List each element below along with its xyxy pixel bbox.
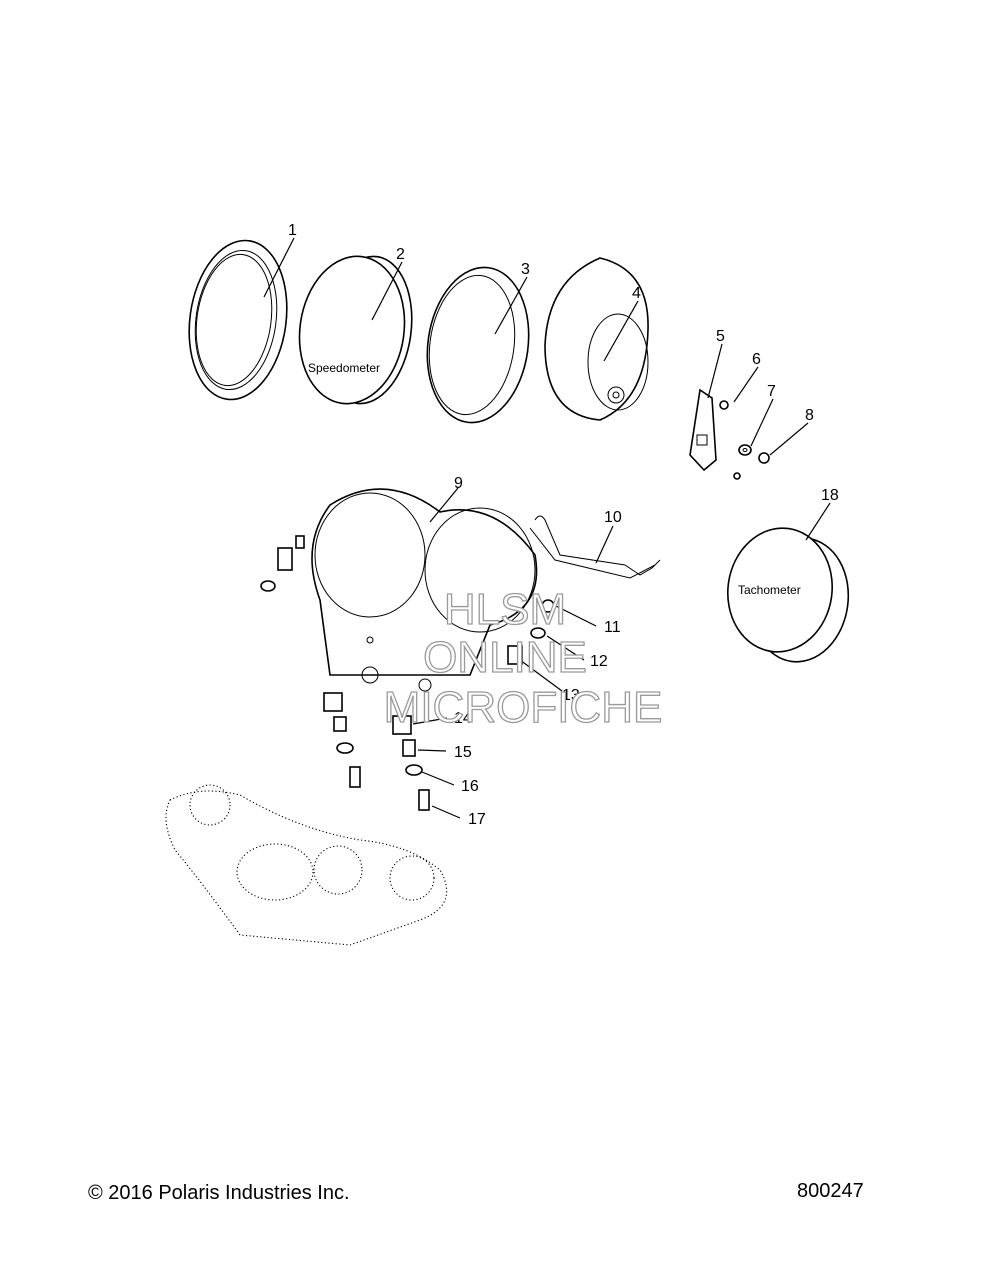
- callout-7: 7: [767, 383, 776, 400]
- watermark-line-2: ONLINE: [423, 633, 587, 682]
- part-11-grommet[interactable]: [541, 599, 555, 613]
- part-10-wire-clip[interactable]: [529, 515, 661, 579]
- rubber-mount-left[interactable]: [260, 535, 305, 592]
- copyright-text: © 2016 Polaris Industries Inc.: [88, 1182, 350, 1204]
- callout-18: 18: [821, 487, 839, 504]
- part-7-washer[interactable]: [738, 444, 752, 456]
- part-3-ring[interactable]: [418, 261, 539, 429]
- watermark: HLSM ONLINE MICROFICHE: [383, 584, 663, 732]
- part-5-bracket[interactable]: [689, 388, 717, 472]
- callout-2: 2: [396, 246, 405, 263]
- part-6-screw[interactable]: [719, 400, 729, 410]
- callout-12: 12: [590, 653, 608, 670]
- tachometer-label: Tachometer: [738, 583, 801, 597]
- part-16-washer[interactable]: [336, 742, 423, 776]
- callout-5: 5: [716, 328, 725, 345]
- callout-8: 8: [805, 407, 814, 424]
- callout-9: 9: [454, 475, 463, 492]
- part-15-spacer[interactable]: [402, 739, 416, 757]
- part-8-screw[interactable]: [733, 452, 770, 480]
- callout-3: 3: [521, 261, 530, 278]
- callout-4: 4: [632, 285, 641, 302]
- part-2-speedometer[interactable]: Speedometer: [290, 249, 421, 410]
- watermark-line-1: HLSM: [444, 585, 566, 634]
- triple-clamp-reference: [165, 784, 448, 946]
- callout-17: 17: [468, 811, 486, 828]
- diagram-number: 800247: [797, 1180, 864, 1202]
- callout-15: 15: [454, 744, 472, 761]
- watermark-line-3: MICROFICHE: [384, 683, 663, 732]
- part-14-grommet[interactable]: [323, 692, 412, 735]
- callout-1: 1: [288, 222, 297, 239]
- callout-16: 16: [461, 778, 479, 795]
- callout-6: 6: [752, 351, 761, 368]
- part-9-mounting-bracket[interactable]: [311, 488, 538, 692]
- part-12-washer[interactable]: [530, 627, 546, 639]
- part-4-housing[interactable]: [544, 257, 649, 421]
- part-1-bezel-ring[interactable]: [179, 234, 296, 406]
- speedometer-label: Speedometer: [308, 361, 380, 375]
- leader-lines: [263, 237, 831, 819]
- callout-numbers: 1 2 3 4 5 6 7 8 9 10 11 12 13 14 15 16 1…: [288, 222, 839, 828]
- part-17-bolt[interactable]: [349, 766, 430, 811]
- callout-10: 10: [604, 509, 622, 526]
- callout-11: 11: [604, 619, 621, 636]
- part-13-rubber-mount[interactable]: [507, 645, 523, 665]
- callout-14: 14: [454, 710, 472, 727]
- part-18-tachometer[interactable]: Tachometer: [720, 521, 856, 668]
- callout-13: 13: [562, 687, 580, 704]
